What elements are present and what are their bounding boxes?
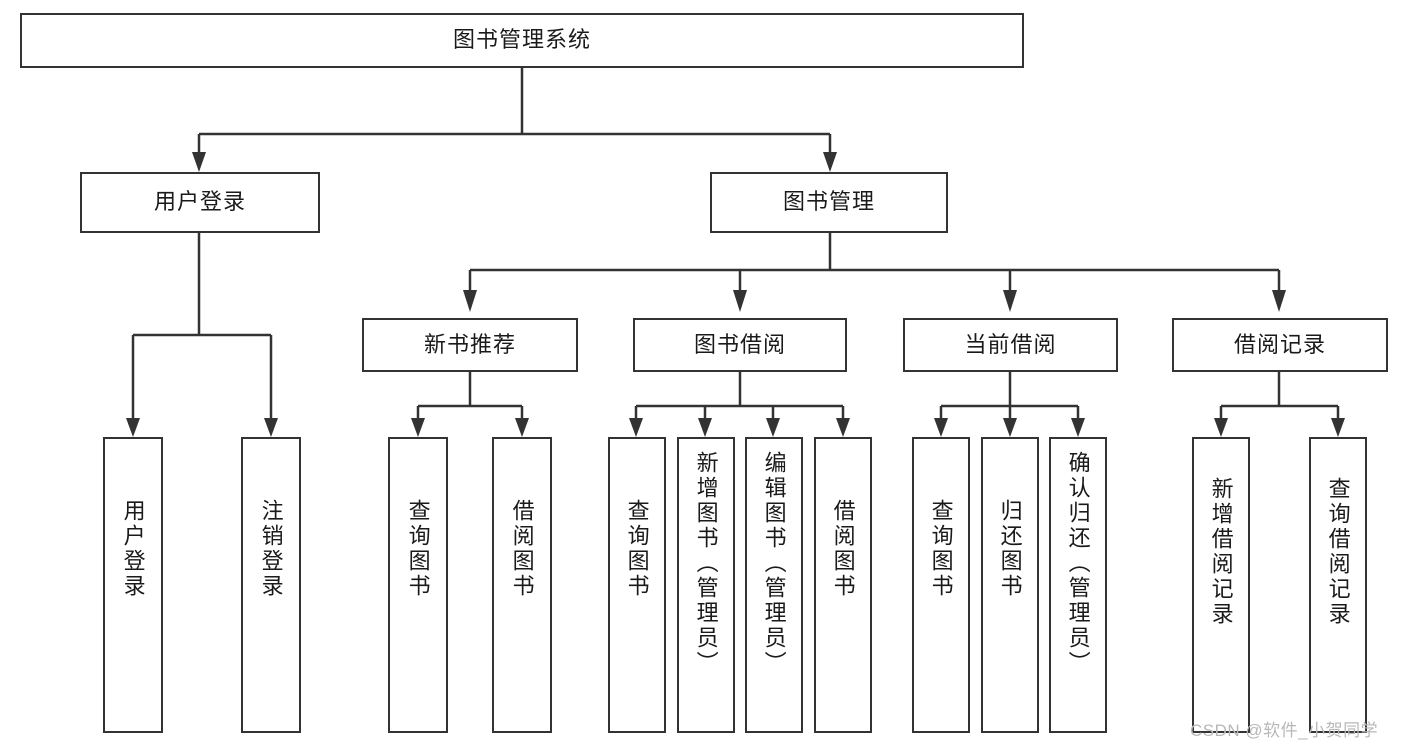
node-label: 新书推荐 <box>423 331 516 357</box>
node-label: 查询图书 <box>405 499 431 599</box>
node-borrow-records[interactable]: 借阅记录 <box>1172 318 1388 372</box>
leaf-return-book[interactable]: 归还图书 <box>981 437 1039 733</box>
leaf-confirm-return-admin[interactable]: 确认归还（管理员） <box>1049 437 1107 733</box>
node-book-borrow[interactable]: 图书借阅 <box>633 318 847 372</box>
node-new-book-recommend[interactable]: 新书推荐 <box>362 318 578 372</box>
node-label: 图书管理 <box>782 189 875 215</box>
node-label: 图书管理系统 <box>452 27 591 53</box>
node-user-login[interactable]: 用户登录 <box>80 172 320 233</box>
node-label: 查询图书 <box>928 499 954 599</box>
node-label: 借阅图书 <box>509 499 535 599</box>
node-label: 用户登录 <box>153 189 246 215</box>
node-root-book-management-system[interactable]: 图书管理系统 <box>20 13 1024 68</box>
leaf-query-book-current[interactable]: 查询图书 <box>912 437 970 733</box>
leaf-edit-book-admin[interactable]: 编辑图书（管理员） <box>745 437 803 733</box>
node-book-management[interactable]: 图书管理 <box>710 172 948 233</box>
node-label: 图书借阅 <box>693 331 786 357</box>
leaf-borrow-book[interactable]: 借阅图书 <box>814 437 872 733</box>
node-label: 新增借阅记录 <box>1208 477 1234 627</box>
leaf-borrow-book-recommend[interactable]: 借阅图书 <box>492 437 552 733</box>
node-label: 借阅记录 <box>1233 331 1326 357</box>
leaf-query-book-borrow[interactable]: 查询图书 <box>608 437 666 733</box>
node-label: 注销登录 <box>258 499 284 599</box>
leaf-query-book-recommend[interactable]: 查询图书 <box>388 437 448 733</box>
leaf-add-borrow-record[interactable]: 新增借阅记录 <box>1192 437 1250 733</box>
node-label: 当前借阅 <box>964 331 1057 357</box>
csdn-watermark: CSDN @软件_小贺同学 <box>1190 721 1379 740</box>
node-label: 编辑图书（管理员） <box>761 451 787 676</box>
leaf-query-borrow-record[interactable]: 查询借阅记录 <box>1309 437 1367 733</box>
node-label: 用户登录 <box>120 499 146 599</box>
node-label: 查询借阅记录 <box>1325 477 1351 627</box>
node-current-borrow[interactable]: 当前借阅 <box>903 318 1118 372</box>
leaf-logout[interactable]: 注销登录 <box>241 437 301 733</box>
node-label: 查询图书 <box>624 499 650 599</box>
node-label: 借阅图书 <box>830 499 856 599</box>
node-label: 新增图书（管理员） <box>693 451 719 676</box>
node-label: 确认归还（管理员） <box>1065 451 1091 676</box>
leaf-add-book-admin[interactable]: 新增图书（管理员） <box>677 437 735 733</box>
node-label: 归还图书 <box>997 499 1023 599</box>
leaf-user-login[interactable]: 用户登录 <box>103 437 163 733</box>
